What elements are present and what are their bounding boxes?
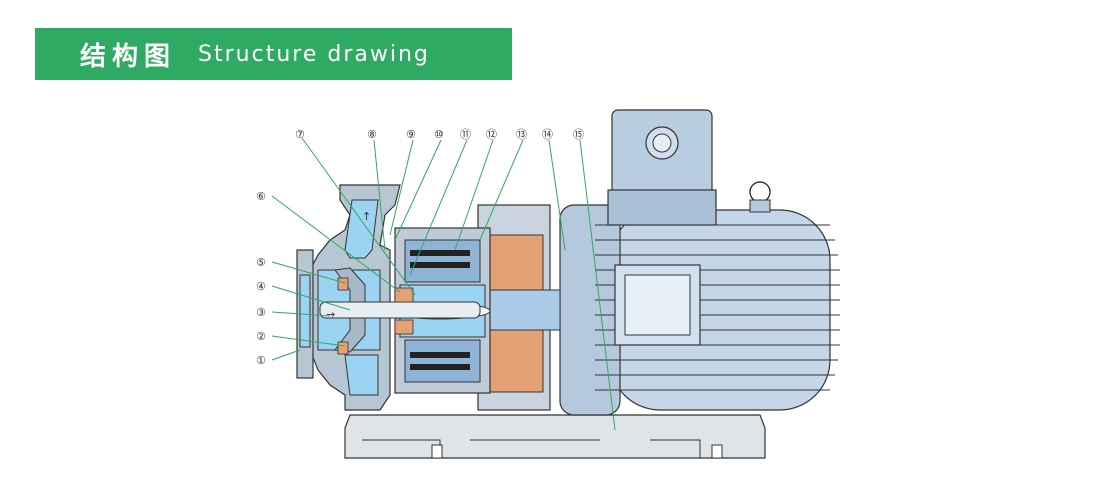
callout-13: ⑬: [516, 128, 527, 141]
callout-6: ⑥: [256, 190, 266, 203]
outlet-flow-arrow: ↑: [362, 210, 371, 223]
leader-lines: [271, 137, 616, 431]
callout-3: ③: [256, 306, 266, 319]
motor: [559, 109, 840, 416]
callout-5: ⑤: [256, 256, 266, 269]
section-header-banner: 结构图 Structure drawing: [35, 28, 512, 80]
title-chinese: 结构图: [80, 41, 177, 72]
callout-12: ⑫: [486, 128, 497, 141]
callout-10: ⑩: [434, 128, 444, 141]
callout-1: ①: [256, 354, 266, 367]
callout-11: ⑪: [460, 128, 471, 141]
callout-2: ②: [256, 330, 266, 343]
callout-7: ⑦: [295, 128, 305, 141]
inlet-flow-arrow: →: [326, 308, 335, 321]
callout-14: ⑭: [542, 128, 553, 141]
callout-15: ⑮: [573, 128, 584, 141]
callouts: ① ② ③ ④ ⑤ ⑥ ⑦ ⑧ ⑨ ⑩ ⑪ ⑫ ⑬ ⑭ ⑮: [256, 128, 584, 367]
title-english: Structure drawing: [198, 41, 430, 67]
callout-9: ⑨: [406, 128, 416, 141]
base-plate: [344, 414, 766, 459]
callout-8: ⑧: [367, 128, 377, 141]
callout-4: ④: [256, 280, 266, 293]
